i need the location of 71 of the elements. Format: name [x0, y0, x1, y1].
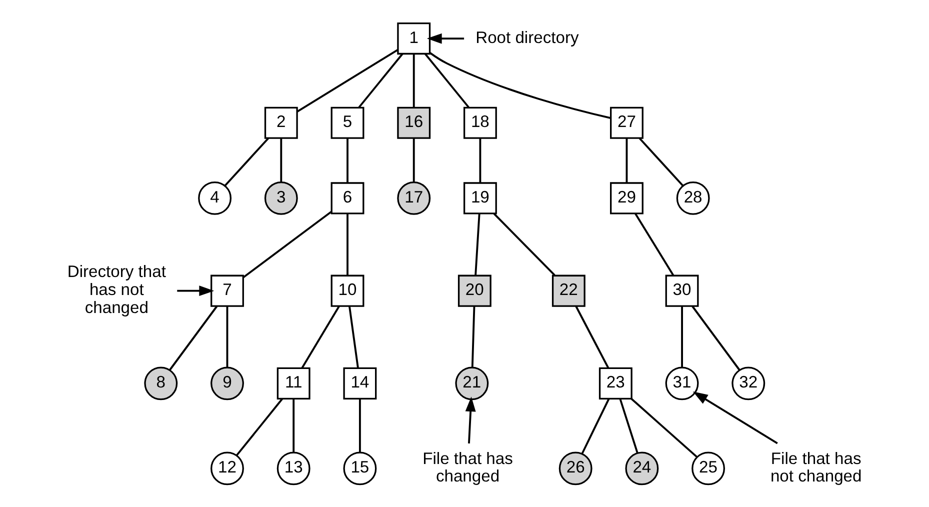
connector	[235, 398, 283, 456]
node-box: 20	[457, 274, 491, 307]
node-box: 11	[276, 367, 310, 400]
node-box: 29	[610, 182, 643, 214]
connector	[346, 138, 348, 183]
node-circle: 8	[144, 366, 178, 400]
connector	[680, 306, 682, 368]
connector	[346, 214, 348, 276]
node-circle: 24	[624, 452, 658, 486]
connector	[242, 210, 332, 278]
node-box: 16	[396, 106, 430, 139]
node-circle: 25	[691, 452, 724, 486]
connector	[470, 306, 475, 368]
connector	[424, 53, 469, 108]
node-circle: 21	[454, 366, 488, 400]
connector	[638, 138, 684, 186]
node-text: File that has changed	[422, 448, 512, 486]
connector	[280, 138, 282, 182]
node-circle: 3	[264, 181, 298, 215]
connector	[474, 214, 480, 276]
connector	[358, 53, 403, 108]
node-text: File that has not changed	[770, 448, 862, 486]
connector	[300, 306, 340, 368]
arrow	[426, 33, 464, 44]
node-circle: 32	[731, 366, 765, 400]
node-box: 7	[210, 274, 244, 307]
node-circle: 26	[558, 452, 592, 486]
node-circle: 4	[198, 181, 232, 215]
node-box: 22	[551, 274, 585, 307]
connector	[625, 138, 628, 183]
connector	[630, 398, 698, 458]
node-box: 5	[330, 106, 364, 139]
connector	[412, 138, 414, 182]
node-box: 2	[264, 106, 298, 139]
node-box: 10	[330, 274, 364, 307]
connector	[348, 306, 358, 368]
node-box: 6	[330, 182, 364, 214]
connector	[296, 49, 398, 112]
connector	[358, 398, 360, 452]
connector	[292, 398, 294, 452]
connector	[224, 138, 269, 186]
node-circle: 12	[210, 452, 244, 486]
node-box: 23	[598, 367, 632, 400]
connector	[580, 398, 610, 454]
node-circle: 9	[210, 366, 244, 400]
arrow	[692, 391, 778, 444]
connector	[492, 212, 555, 276]
node-text: Root directory	[475, 28, 578, 47]
node-box: 14	[342, 367, 376, 400]
node-text: Directory that has not changed	[66, 262, 166, 318]
node-circle: 13	[276, 452, 310, 486]
node-box: 30	[664, 274, 698, 307]
connector	[574, 306, 609, 368]
node-circle: 28	[676, 181, 710, 215]
connector	[618, 398, 638, 454]
node-box: 27	[610, 106, 643, 139]
connector	[429, 52, 610, 119]
node-circle: 31	[664, 366, 698, 400]
arrow	[176, 286, 214, 296]
node-box: 18	[462, 106, 496, 139]
connector	[478, 138, 481, 183]
arrow	[464, 396, 476, 444]
connector	[691, 306, 740, 371]
connector	[226, 306, 228, 368]
connector	[412, 54, 414, 108]
connector	[168, 306, 218, 371]
node-box: 1	[396, 22, 430, 55]
node-box: 19	[462, 182, 496, 214]
node-circle: 15	[342, 452, 376, 486]
node-circle: 17	[396, 181, 430, 215]
connector	[634, 213, 674, 276]
